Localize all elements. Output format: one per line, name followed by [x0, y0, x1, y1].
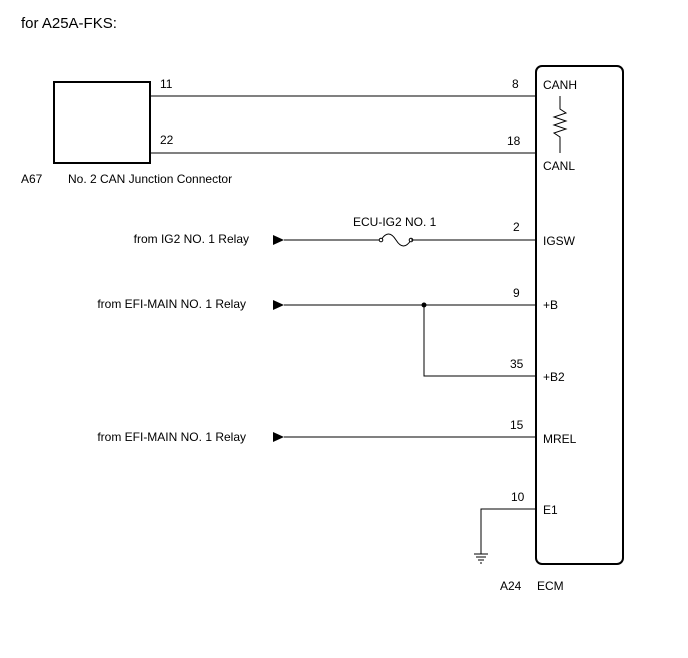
canh-label: CANH — [543, 78, 577, 92]
b2-wire — [423, 305, 536, 377]
diagram-title: for A25A-FKS: — [21, 15, 117, 32]
ecm-box — [535, 65, 624, 565]
igsw-pin: 2 — [513, 220, 520, 234]
b2-label: +B2 — [543, 370, 565, 384]
ig2-source-label: from IG2 NO. 1 Relay — [134, 232, 249, 246]
ecm-name: ECM — [537, 579, 564, 593]
igsw-label: IGSW — [543, 234, 576, 248]
canh-pin: 8 — [512, 77, 519, 91]
efi-mrel-arrow-icon — [273, 432, 284, 442]
e1-wire — [480, 508, 536, 554]
b-label: +B — [543, 298, 558, 312]
junction-connector-code: A67 — [21, 172, 43, 186]
fuse-terminal-left — [378, 237, 384, 243]
efi-b-source-label: from EFI-MAIN NO. 1 Relay — [97, 297, 246, 311]
junction-connector-name: No. 2 CAN Junction Connector — [68, 172, 232, 186]
efi-mrel-source-label: from EFI-MAIN NO. 1 Relay — [97, 430, 246, 444]
junction-pin-lower: 22 — [160, 133, 174, 147]
junction-pin-upper: 11 — [160, 77, 173, 91]
b2-pin: 35 — [510, 357, 524, 371]
junction-connector-box — [53, 81, 151, 164]
canl-label: CANL — [543, 159, 575, 173]
termination-resistor — [552, 96, 568, 153]
ground-icon — [474, 553, 488, 564]
e1-label: E1 — [543, 503, 558, 517]
ecm-code: A24 — [500, 579, 522, 593]
mrel-label: MREL — [543, 432, 577, 446]
canl-pin: 18 — [507, 134, 521, 148]
mrel-pin: 15 — [510, 418, 524, 432]
b-pin: 9 — [513, 286, 520, 300]
efi-b-arrow-icon — [273, 300, 284, 310]
e1-pin: 10 — [511, 490, 525, 504]
ig2-arrow-icon — [273, 235, 284, 245]
fuse-label: ECU-IG2 NO. 1 — [353, 215, 437, 229]
fuse-icon — [380, 233, 412, 247]
